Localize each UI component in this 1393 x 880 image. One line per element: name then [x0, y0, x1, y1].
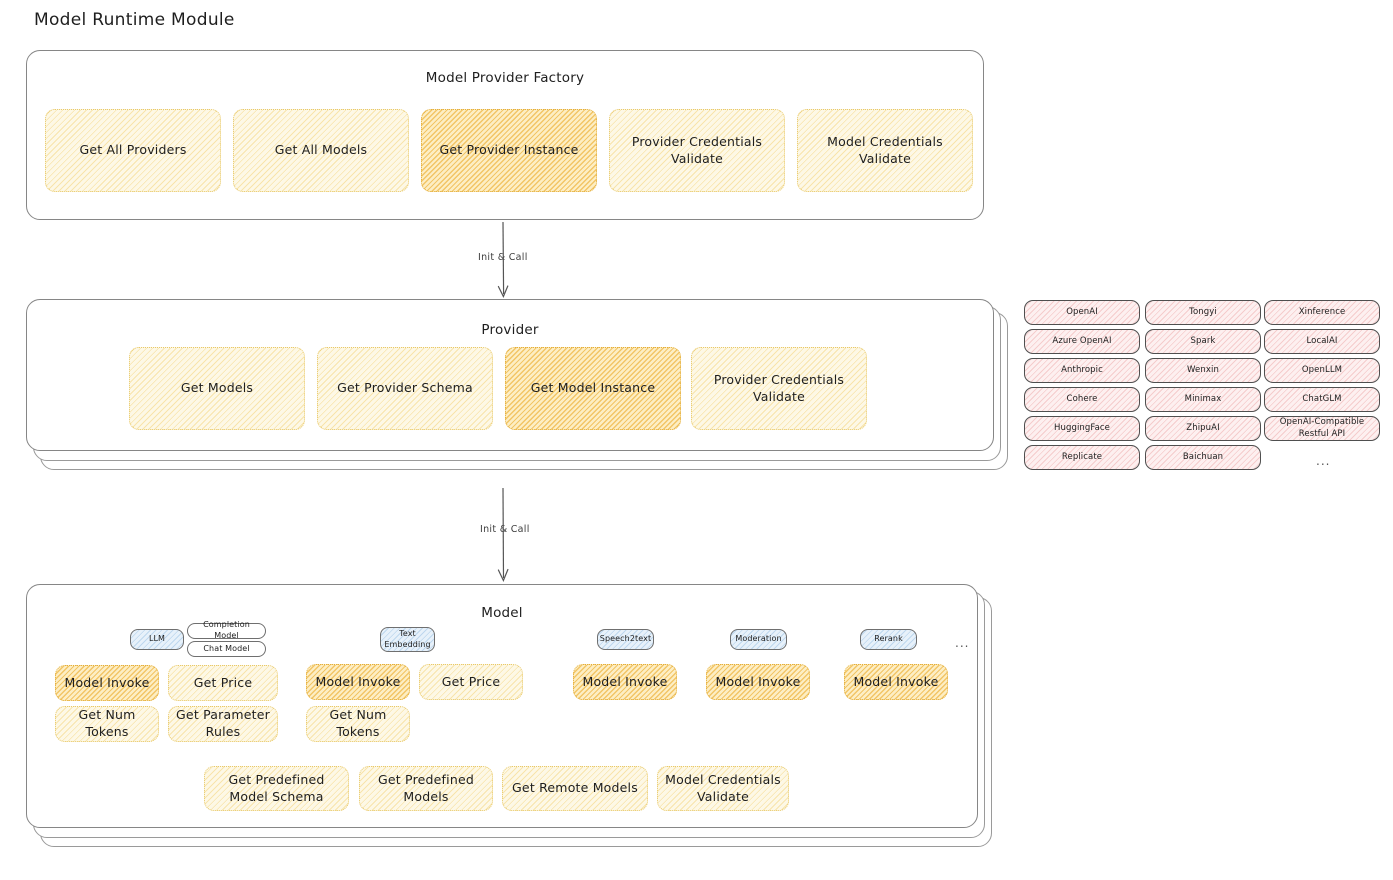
provider-chip-huggingface[interactable]: HuggingFace — [1024, 416, 1140, 441]
provider-chip-minimax[interactable]: Minimax — [1145, 387, 1261, 412]
model-title: Model — [481, 605, 523, 621]
model-op-llm-get-price[interactable]: Get Price — [168, 665, 278, 701]
arrow-label-init-and-call-2: Init & Call — [477, 523, 533, 536]
model-op-llm-get-parameter-rules[interactable]: Get Parameter Rules — [168, 706, 278, 742]
model-op-embedding-model-invoke[interactable]: Model Invoke — [306, 664, 410, 700]
provider-list-more: ... — [1316, 454, 1331, 468]
model-badge-rerank[interactable]: Rerank — [860, 629, 917, 650]
provider-chip-azure-openai[interactable]: Azure OpenAI — [1024, 329, 1140, 354]
provider-chip-zhipuai[interactable]: ZhipuAI — [1145, 416, 1261, 441]
provider-chip-anthropic[interactable]: Anthropic — [1024, 358, 1140, 383]
provider-chip-cohere[interactable]: Cohere — [1024, 387, 1140, 412]
provider-chip-replicate[interactable]: Replicate — [1024, 445, 1140, 470]
model-op-speech2text-model-invoke[interactable]: Model Invoke — [573, 664, 677, 700]
provider-chip-spark[interactable]: Spark — [1145, 329, 1261, 354]
factory-item-get-all-providers[interactable]: Get All Providers — [45, 109, 221, 192]
provider-item-get-provider-schema[interactable]: Get Provider Schema — [317, 347, 493, 430]
model-badge-moderation[interactable]: Moderation — [730, 629, 787, 650]
provider-chip-wenxin[interactable]: Wenxin — [1145, 358, 1261, 383]
arrow-icon — [497, 487, 509, 582]
model-op-llm-get-num-tokens[interactable]: Get Num Tokens — [55, 706, 159, 742]
provider-card: Provider Get Models Get Provider Schema … — [26, 299, 994, 451]
model-badge-text-embedding[interactable]: Text Embedding — [380, 627, 435, 652]
model-provider-factory-card: Model Provider Factory Get All Providers… — [26, 50, 984, 220]
provider-chip-openllm[interactable]: OpenLLM — [1264, 358, 1380, 383]
model-provider-factory-title: Model Provider Factory — [425, 70, 585, 86]
provider-chip-localai[interactable]: LocalAI — [1264, 329, 1380, 354]
provider-chip-openai[interactable]: OpenAI — [1024, 300, 1140, 325]
provider-chip-tongyi[interactable]: Tongyi — [1145, 300, 1261, 325]
model-common-op-get-remote-models[interactable]: Get Remote Models — [502, 766, 648, 811]
page-title: Model Runtime Module — [34, 10, 235, 30]
model-sub-badge-completion-model[interactable]: Completion Model — [187, 620, 266, 640]
model-op-embedding-get-num-tokens[interactable]: Get Num Tokens — [306, 706, 410, 742]
provider-title: Provider — [481, 322, 539, 338]
provider-item-get-models[interactable]: Get Models — [129, 347, 305, 430]
arrow-provider-to-model — [478, 487, 528, 584]
factory-item-get-all-models[interactable]: Get All Models — [233, 109, 409, 192]
provider-chip-chatglm[interactable]: ChatGLM — [1264, 387, 1380, 412]
provider-item-provider-credentials-validate[interactable]: Provider Credentials Validate — [691, 347, 867, 430]
model-common-op-get-predefined-model-schema[interactable]: Get Predefined Model Schema — [204, 766, 349, 811]
factory-item-provider-credentials-validate[interactable]: Provider Credentials Validate — [609, 109, 785, 192]
provider-chip-baichuan[interactable]: Baichuan — [1145, 445, 1261, 470]
model-common-op-get-predefined-models[interactable]: Get Predefined Models — [359, 766, 493, 811]
model-op-moderation-model-invoke[interactable]: Model Invoke — [706, 664, 810, 700]
model-groups-more: ... — [955, 636, 970, 650]
model-op-llm-model-invoke[interactable]: Model Invoke — [55, 665, 159, 701]
arrow-icon — [497, 221, 509, 298]
factory-item-model-credentials-validate[interactable]: Model Credentials Validate — [797, 109, 973, 192]
provider-chip-openai-compatible-restful-api[interactable]: OpenAI-Compatible Restful API — [1264, 416, 1380, 441]
arrow-factory-to-provider — [478, 221, 528, 300]
model-badge-llm[interactable]: LLM — [130, 629, 184, 650]
model-common-op-model-credentials-validate[interactable]: Model Credentials Validate — [657, 766, 789, 811]
model-op-embedding-get-price[interactable]: Get Price — [419, 664, 523, 700]
model-sub-badge-chat-model[interactable]: Chat Model — [187, 641, 266, 657]
factory-item-get-provider-instance[interactable]: Get Provider Instance — [421, 109, 597, 192]
provider-item-get-model-instance[interactable]: Get Model Instance — [505, 347, 681, 430]
model-badge-speech2text[interactable]: Speech2text — [597, 629, 654, 650]
provider-chip-xinference[interactable]: Xinference — [1264, 300, 1380, 325]
model-card: Model LLM Completion Model Chat Model Mo… — [26, 584, 978, 828]
model-op-rerank-model-invoke[interactable]: Model Invoke — [844, 664, 948, 700]
